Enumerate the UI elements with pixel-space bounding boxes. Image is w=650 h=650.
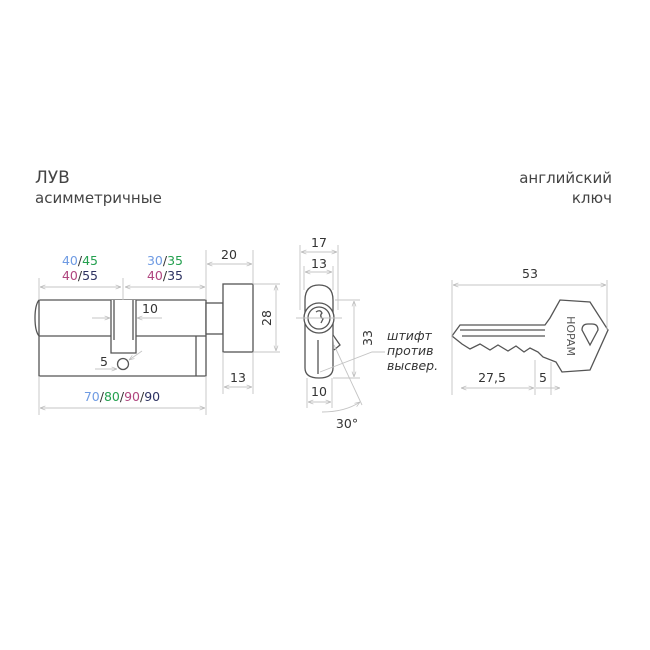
left-length-top: 40/45	[62, 253, 98, 268]
knob-stem	[205, 302, 224, 335]
right-length-top: 30/35	[147, 253, 183, 268]
pin-label-1: штифт	[387, 328, 433, 343]
cam-slot	[110, 300, 137, 354]
left-length-bottom: 40/55	[62, 268, 98, 283]
knob-width-label: 13	[230, 370, 246, 385]
left-cap	[34, 299, 40, 337]
outer-width-label: 17	[311, 235, 327, 250]
pin-hole	[116, 357, 130, 371]
key: HOPAM 53 27,5 5	[451, 266, 609, 395]
pin-label-3: высвер.	[387, 358, 438, 373]
thumb-knob	[222, 283, 254, 353]
cam-width-label: 10	[142, 301, 158, 316]
pin-hole-label: 5	[100, 354, 108, 369]
key-brand: HOPAM	[564, 316, 577, 356]
key-type-line1: английский	[519, 169, 612, 187]
side-view: 40/45 40/55 30/35 40/35 10 5 20 28 13 70…	[34, 247, 280, 415]
pin-label-2: против	[387, 343, 434, 358]
angle-label: 30°	[336, 416, 358, 431]
key-type-line2: ключ	[572, 189, 612, 207]
inner-width-label: 13	[311, 256, 327, 271]
right-length-bottom: 40/35	[147, 268, 183, 283]
model-subtitle: асимметричные	[35, 189, 162, 207]
height-label: 33	[360, 330, 375, 346]
knob-offset-label: 20	[221, 247, 237, 262]
blade-length-label: 27,5	[478, 370, 506, 385]
knob-height-label: 28	[259, 310, 274, 326]
key-hole	[581, 323, 599, 347]
total-length-label: 70/80/90/90	[84, 389, 160, 404]
bottom-width-label: 10	[311, 384, 327, 399]
cam	[332, 334, 341, 351]
key-length-label: 53	[522, 266, 538, 281]
front-view: 17 13 33 10 30° штифт против высвер.	[296, 235, 438, 431]
shoulder-label: 5	[539, 370, 547, 385]
lower-body	[304, 318, 334, 379]
model-title: ЛУВ	[35, 168, 70, 188]
